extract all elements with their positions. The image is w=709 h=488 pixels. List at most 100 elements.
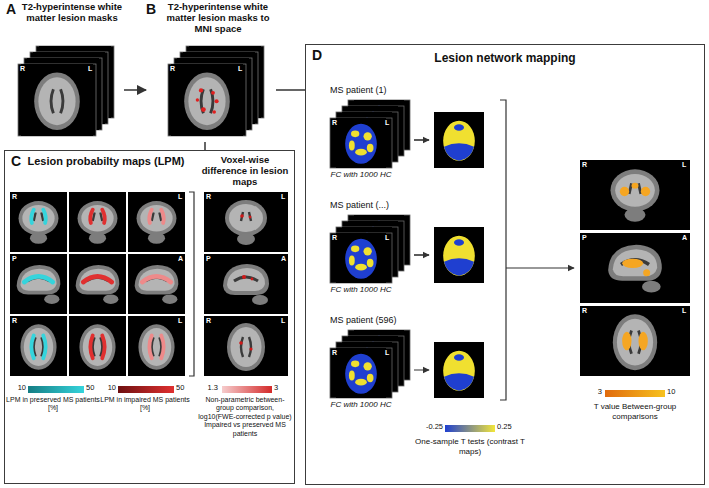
legend-text: LPM in impaired MS patients [%] <box>98 396 192 413</box>
voxel-difference-maps <box>216 192 276 252</box>
between-group-maps <box>580 160 690 376</box>
orientation-letter: L <box>281 193 285 200</box>
between-group-maps <box>580 306 690 376</box>
panel-letter: C <box>11 154 21 168</box>
colorbar <box>605 390 665 397</box>
voxel-difference-maps <box>204 192 288 252</box>
bracket <box>500 100 506 400</box>
orientation-letter: R <box>206 193 211 200</box>
flair-stack <box>18 46 114 136</box>
orientation-letter: L <box>682 161 686 168</box>
lpm-grid <box>128 194 185 251</box>
flair-stack <box>21 64 93 136</box>
between-group-maps <box>622 332 648 351</box>
voxel-difference-maps <box>242 275 253 280</box>
orientation-letter: L <box>238 65 242 72</box>
scale-value: 0.25 <box>497 423 522 431</box>
orientation-letter: R <box>12 193 17 200</box>
patient-label: MS patient (596) <box>330 316 397 326</box>
mni-stack <box>168 46 264 136</box>
orientation-letter: P <box>582 234 587 241</box>
legend-text: Non-parametric between-group comparison,… <box>198 396 292 438</box>
orientation-letter: R <box>582 307 587 314</box>
voxel-difference-maps <box>204 254 288 314</box>
panel-title: T2-hyperintense white matter lesion mask… <box>146 2 276 35</box>
voxel-difference-maps <box>239 341 252 350</box>
panel-letter: A <box>6 2 16 16</box>
lpm-grid <box>10 318 67 375</box>
fc-stacks <box>330 100 410 398</box>
lpm-grid <box>24 276 53 282</box>
orientation-letter: L <box>385 119 389 126</box>
bracket <box>189 192 194 376</box>
lpm-grid <box>90 336 104 359</box>
colorbar <box>28 386 84 393</box>
orientation-letter: L <box>385 349 389 356</box>
fc-stacks <box>330 233 392 283</box>
colorbar <box>118 386 174 393</box>
lpm-grid <box>31 210 46 223</box>
lpm-grid <box>31 336 45 359</box>
legend-text: One-sample T tests (contrast T maps) <box>415 437 525 456</box>
orientation-letter: L <box>178 317 182 324</box>
lpm-grid <box>10 194 67 251</box>
mni-stack <box>196 88 219 114</box>
lpm-grid <box>128 318 185 375</box>
voxel-difference-maps <box>204 316 288 376</box>
scale-value: 3 <box>588 388 602 396</box>
between-group-maps <box>622 259 650 277</box>
voxel-difference-maps <box>216 254 276 314</box>
mni-stack <box>168 64 246 136</box>
fc-caption: FC with 1000 HC <box>318 171 404 180</box>
between-group-maps <box>620 183 650 196</box>
panel-title: T2-hyperintense white matter lesion mask… <box>6 2 124 24</box>
fc-stacks <box>336 233 386 283</box>
colorbar <box>222 386 272 393</box>
scale-value: 10 <box>10 384 26 392</box>
contrast-t-maps <box>434 342 484 398</box>
lpm-grid <box>10 192 67 252</box>
subpanel: Voxel-wise difference in lesion maps <box>199 153 291 191</box>
between-group-maps <box>600 160 670 230</box>
legend-text: LPM in preserved MS patients [%] <box>6 396 100 413</box>
scale-value: 1.3 <box>198 384 218 392</box>
lpm-grid <box>10 192 185 376</box>
orientation-letter: L <box>385 234 389 241</box>
connector <box>204 142 206 150</box>
patient-label: MS patient (1) <box>330 86 387 96</box>
orientation-letter: P <box>206 255 211 262</box>
connector <box>276 89 305 91</box>
scale-value: 50 <box>86 384 100 392</box>
between-group-maps <box>580 233 690 303</box>
orientation-letter: R <box>332 349 337 356</box>
lpm-grid <box>149 336 163 359</box>
lpm-grid <box>69 256 126 313</box>
voxel-difference-maps <box>204 192 288 376</box>
mni-stack <box>171 64 243 136</box>
contrast-t-maps <box>434 227 484 283</box>
voxel-difference-maps <box>216 316 276 376</box>
flair-stack <box>18 64 96 136</box>
contrast-t-maps <box>434 115 484 165</box>
lpm-grid <box>128 256 185 313</box>
lpm-grid <box>69 318 126 375</box>
between-group-maps <box>600 306 670 376</box>
scale-value: 50 <box>176 384 190 392</box>
contrast-t-maps <box>414 112 484 398</box>
fc-stacks <box>330 118 392 168</box>
orientation-letter: A <box>281 255 286 262</box>
fc-caption: FC with 1000 HC <box>318 401 404 410</box>
scale-value: 3 <box>274 384 286 392</box>
lpm-grid <box>10 256 67 313</box>
orientation-letter: L <box>178 193 182 200</box>
orientation-letter: L <box>281 317 285 324</box>
lpm-grid <box>69 192 126 252</box>
panel-title: Lesion network mapping <box>306 45 704 66</box>
panel-letter: B <box>146 2 156 16</box>
panel-title: Voxel-wise difference in lesion maps <box>199 153 291 188</box>
contrast-t-maps <box>434 345 484 395</box>
panel: BT2-hyperintense white matter lesion mas… <box>146 2 276 142</box>
